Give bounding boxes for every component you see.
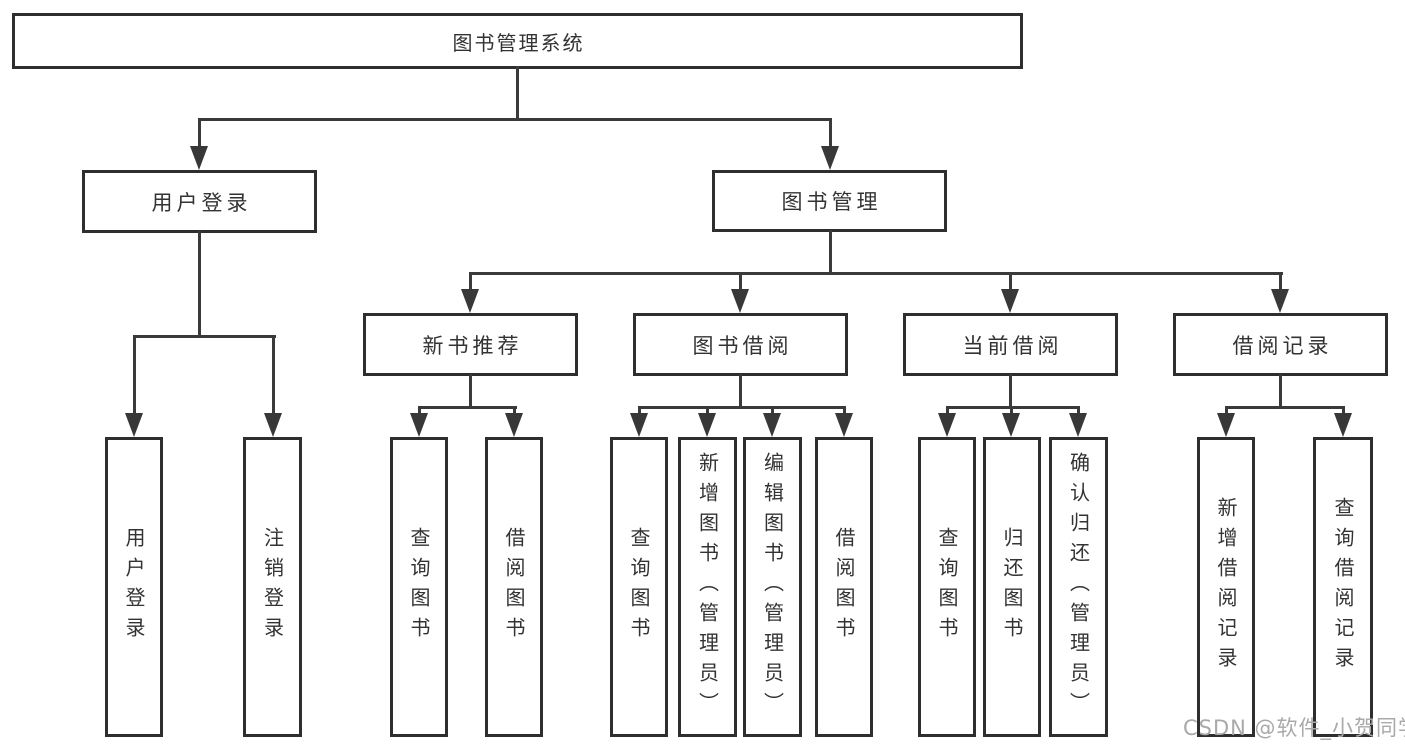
arrowhead-to-bb-borrow xyxy=(835,413,853,437)
leaf-borrow-add-books-admin: 新增图书（管理员） xyxy=(678,437,737,737)
node-new-books: 新书推荐 xyxy=(363,313,578,376)
leaf-current-return-books: 归还图书 xyxy=(983,437,1041,737)
edge-to-leaf-login-stem xyxy=(133,335,136,415)
edge-to-cb-return-stem xyxy=(1010,406,1013,416)
node-user-login: 用户登录 xyxy=(82,170,317,233)
edge-to-bb-query-stem xyxy=(638,406,641,416)
edge-root-branch xyxy=(198,118,832,121)
csdn-watermark: CSDN @软件_小贺同学 xyxy=(1183,716,1405,740)
node-book-borrow-label: 图书借阅 xyxy=(692,333,793,358)
node-borrow-records-label: 借阅记录 xyxy=(1232,333,1333,358)
leaf-borrow-borrow-books: 借阅图书 xyxy=(815,437,873,737)
edge-to-bb-borrow-stem xyxy=(843,406,846,416)
arrowhead-to-cb-query xyxy=(938,413,956,437)
edge-borrow-records-stem xyxy=(1279,374,1282,409)
edge-to-nb-borrow-stem xyxy=(513,406,516,416)
node-current-borrow: 当前借阅 xyxy=(903,313,1118,376)
leaf-borrow-add-books-admin-label: 新增图书（管理员） xyxy=(695,452,720,722)
edge-user-login-branch xyxy=(133,335,276,338)
arrowhead-to-new-books xyxy=(461,289,479,313)
arrowhead-to-nb-borrow xyxy=(505,413,523,437)
leaf-current-confirm-return-admin-label: 确认归还（管理员） xyxy=(1066,452,1091,722)
edge-current-borrow-stem xyxy=(1009,374,1012,409)
leaf-newbooks-borrow-books: 借阅图书 xyxy=(485,437,543,737)
arrowhead-to-cb-return xyxy=(1002,413,1020,437)
leaf-borrow-edit-books-admin-label: 编辑图书（管理员） xyxy=(760,452,785,722)
node-root: 图书管理系统 xyxy=(12,13,1023,69)
arrowhead-to-br-add xyxy=(1217,413,1235,437)
edge-to-borrow-records-stem xyxy=(1279,272,1282,292)
leaf-newbooks-query-books-label: 查询图书 xyxy=(407,527,431,647)
leaf-logout: 注销登录 xyxy=(243,437,302,737)
leaf-records-query-record: 查询借阅记录 xyxy=(1313,437,1373,737)
edge-to-new-books-stem xyxy=(469,272,472,292)
arrowhead-to-bb-query xyxy=(630,413,648,437)
edge-borrow-records-branch xyxy=(1225,406,1345,409)
edge-user-login-stem xyxy=(198,231,201,338)
leaf-newbooks-query-books: 查询图书 xyxy=(390,437,448,737)
edge-book-mgmt-stem xyxy=(829,230,832,275)
edge-root-stem xyxy=(516,66,519,121)
node-book-borrow: 图书借阅 xyxy=(633,313,848,376)
leaf-logout-label: 注销登录 xyxy=(260,527,285,647)
edge-to-bb-add-stem xyxy=(706,406,709,416)
leaf-current-query-books-label: 查询图书 xyxy=(935,527,959,647)
node-borrow-records: 借阅记录 xyxy=(1173,313,1388,376)
arrowhead-to-br-query xyxy=(1334,413,1352,437)
leaf-borrow-edit-books-admin: 编辑图书（管理员） xyxy=(743,437,802,737)
edge-to-br-add-stem xyxy=(1225,406,1228,416)
leaf-user-login: 用户登录 xyxy=(105,437,163,737)
edge-to-cb-confirm-stem xyxy=(1077,406,1080,416)
arrowhead-to-nb-query xyxy=(410,413,428,437)
arrowhead-to-bb-add xyxy=(698,413,716,437)
edge-to-user-login-stem xyxy=(198,118,201,150)
arrowhead-to-user-login xyxy=(190,146,208,170)
leaf-current-confirm-return-admin: 确认归还（管理员） xyxy=(1049,437,1108,737)
node-user-login-label: 用户登录 xyxy=(151,190,252,215)
node-book-mgmt-label: 图书管理 xyxy=(781,190,882,214)
leaf-records-add-record: 新增借阅记录 xyxy=(1197,437,1255,737)
node-root-label: 图书管理系统 xyxy=(452,30,585,55)
edge-to-book-mgmt-stem xyxy=(829,118,832,150)
edge-book-borrow-branch xyxy=(638,406,846,409)
edge-to-nb-query-stem xyxy=(418,406,421,416)
edge-current-borrow-branch xyxy=(946,406,1080,409)
arrowhead-to-leaf-logout xyxy=(264,413,282,437)
node-current-borrow-label: 当前借阅 xyxy=(962,333,1063,358)
leaf-borrow-borrow-books-label: 借阅图书 xyxy=(832,527,856,647)
arrowhead-to-bb-edit xyxy=(763,413,781,437)
leaf-borrow-query-books: 查询图书 xyxy=(610,437,668,737)
leaf-user-login-label: 用户登录 xyxy=(122,527,146,647)
edge-new-books-branch xyxy=(418,406,517,409)
edge-to-current-borrow-stem xyxy=(1009,272,1012,292)
arrowhead-to-current-borrow xyxy=(1001,289,1019,313)
edge-to-bb-edit-stem xyxy=(771,406,774,416)
arrowhead-to-cb-confirm xyxy=(1069,413,1087,437)
edge-to-cb-query-stem xyxy=(946,406,949,416)
leaf-records-query-record-label: 查询借阅记录 xyxy=(1331,497,1355,677)
arrowhead-to-leaf-login xyxy=(125,413,143,437)
edge-to-book-borrow-stem xyxy=(739,272,742,292)
edge-new-books-stem xyxy=(469,374,472,409)
leaf-current-query-books: 查询图书 xyxy=(918,437,976,737)
arrowhead-to-book-borrow xyxy=(731,289,749,313)
leaf-records-add-record-label: 新增借阅记录 xyxy=(1214,497,1238,677)
arrowhead-to-book-mgmt xyxy=(821,146,839,170)
leaf-current-return-books-label: 归还图书 xyxy=(1000,527,1024,647)
edge-book-mgmt-branch xyxy=(469,272,1283,275)
edge-to-leaf-logout-stem xyxy=(272,335,275,415)
edge-to-br-query-stem xyxy=(1342,406,1345,416)
edge-book-borrow-stem xyxy=(739,374,742,409)
node-book-mgmt: 图书管理 xyxy=(712,170,947,232)
leaf-borrow-query-books-label: 查询图书 xyxy=(627,527,651,647)
arrowhead-to-borrow-records xyxy=(1271,289,1289,313)
node-new-books-label: 新书推荐 xyxy=(422,333,523,358)
leaf-newbooks-borrow-books-label: 借阅图书 xyxy=(502,527,526,647)
